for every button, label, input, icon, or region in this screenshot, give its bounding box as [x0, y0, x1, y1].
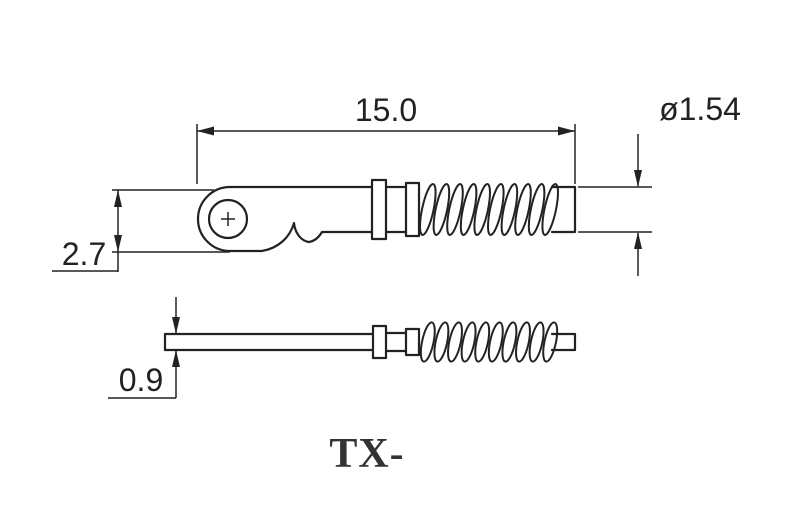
spring-coil	[447, 321, 463, 363]
spring-coil	[500, 183, 519, 236]
spring-coil	[501, 321, 518, 363]
spring-coil	[541, 183, 559, 236]
probe-tip	[550, 185, 577, 234]
dim-length-label: 15.0	[355, 92, 417, 128]
spring	[419, 321, 559, 363]
arrowhead-left	[197, 126, 214, 136]
spring-coil	[459, 183, 478, 236]
spring	[419, 183, 559, 236]
dim-diameter-label: ø1.54	[659, 91, 741, 127]
arrowhead-down	[114, 235, 122, 252]
collar-flange-left	[371, 324, 388, 360]
hole-cross-mark	[221, 212, 235, 226]
arrowhead-right	[558, 126, 575, 136]
drawing-title: TX-	[329, 431, 404, 477]
spring-coil	[527, 183, 546, 236]
arrowhead-up	[172, 350, 180, 367]
arrowhead-up	[634, 232, 642, 249]
spring-coil	[474, 321, 491, 363]
spring-coil	[515, 321, 531, 363]
dim-diameter: ø1.54	[578, 91, 741, 276]
dim-rod-diameter: 0.9	[108, 297, 180, 399]
spring-coil	[528, 321, 545, 363]
spring-coil	[419, 183, 437, 236]
spring-coil	[432, 183, 451, 236]
arrowhead-up	[114, 190, 122, 207]
spring-coil	[487, 183, 505, 236]
dim-length: 15.0	[196, 92, 576, 184]
arrowhead-down	[634, 170, 642, 187]
mounting-hole	[207, 198, 249, 240]
probe-tip	[550, 332, 577, 352]
spring-coil	[487, 321, 504, 363]
dim-head-height: 2.7	[52, 189, 230, 272]
spring-coil	[473, 183, 491, 236]
top-view	[196, 178, 577, 253]
collar-flange-right	[404, 327, 421, 357]
rod-outline	[163, 332, 375, 352]
collar-flange-right	[404, 181, 421, 238]
dim-head-height-label: 2.7	[62, 236, 106, 272]
spring-coil	[460, 321, 477, 363]
spring-coil	[433, 321, 450, 363]
spring-coil	[542, 321, 559, 363]
spring-coil	[419, 321, 436, 363]
arrowhead-down	[172, 317, 180, 334]
spring-coil	[514, 183, 532, 236]
spring-coil	[446, 183, 464, 236]
bottom-view	[163, 321, 577, 363]
collar-flange-left	[370, 178, 388, 241]
dim-rod-label: 0.9	[119, 362, 163, 398]
probe-body-outline	[196, 185, 374, 253]
